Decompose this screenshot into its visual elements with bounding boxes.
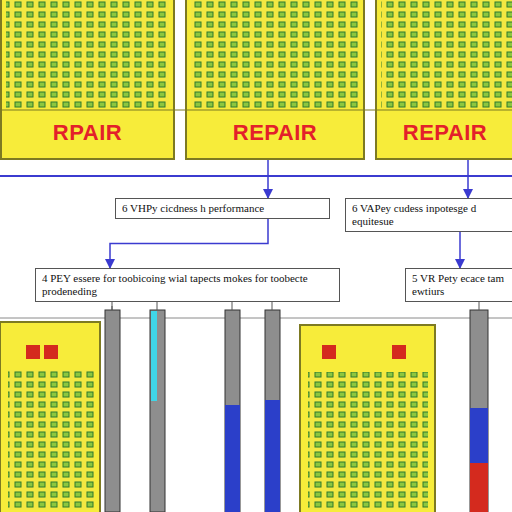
lead-line — [112, 302, 113, 310]
connector-arrow — [459, 232, 461, 268]
led-grid — [381, 0, 512, 108]
led-grid — [308, 372, 428, 510]
process-box: 5 VR Pety ecace tam ewtiurs — [405, 268, 512, 302]
display-panel: RPAIR — [0, 0, 175, 160]
box-text: 5 VR Pety ecace tam ewtiurs — [412, 272, 508, 298]
display-panel: REPAIR — [375, 0, 512, 160]
process-box: 6 VHPy cicdness h performance — [115, 198, 330, 219]
box-text: 6 VHPy cicdness h performance — [122, 202, 323, 215]
panel-title: REPAIR — [230, 120, 321, 146]
separator-line — [0, 175, 512, 177]
divider-line — [0, 110, 512, 111]
lead-line — [232, 302, 233, 310]
indicator-square — [26, 345, 40, 359]
bar — [150, 310, 165, 512]
panel-ground — [185, 0, 365, 160]
bar-segment — [470, 463, 488, 512]
bar-segment — [151, 311, 157, 401]
display-panel: REPAIR — [185, 0, 365, 160]
bar-segment — [265, 400, 280, 512]
indicator-square — [392, 345, 406, 359]
bar — [105, 310, 120, 512]
panel-ground — [0, 322, 100, 512]
separator-line — [0, 318, 512, 319]
bar — [225, 310, 240, 512]
connector-arrow — [467, 160, 469, 198]
process-box: 6 VAPey cudess inpotesge d equitesue — [345, 198, 512, 232]
panel-title: RPAIR — [50, 120, 125, 146]
bar-segment — [470, 408, 488, 463]
bar — [470, 310, 488, 512]
lead-line — [272, 302, 273, 310]
bar-segment — [225, 405, 240, 512]
process-box: 4 PEY essere for toobicoing wial tapects… — [35, 268, 340, 302]
panel-ground — [0, 0, 175, 160]
lead-line — [479, 302, 480, 310]
indicator-square — [322, 345, 336, 359]
bar — [265, 310, 280, 512]
lead-line — [157, 302, 158, 310]
panel-ground — [300, 325, 435, 512]
led-grid — [191, 0, 359, 108]
panel-title: REPAIR — [400, 120, 491, 146]
led-grid — [6, 0, 169, 108]
box-text: 4 PEY essere for toobicoing wial tapects… — [42, 272, 333, 298]
led-grid — [8, 370, 94, 510]
panel-ground — [375, 0, 512, 160]
connector-arrow — [110, 219, 268, 268]
indicator-square — [44, 345, 58, 359]
box-text: 6 VAPey cudess inpotesge d equitesue — [352, 202, 510, 228]
connector-arrow — [267, 160, 269, 198]
